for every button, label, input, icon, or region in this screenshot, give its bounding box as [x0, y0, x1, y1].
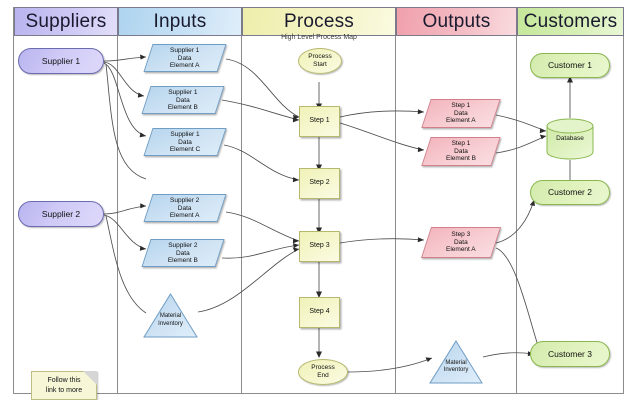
node-supplier-1-label: Supplier 1: [41, 55, 81, 66]
node-customer-1-label: Customer 1: [548, 60, 592, 71]
lane-divider-outputs-customers: [516, 7, 517, 394]
node-step-4-label: Step 4: [309, 308, 330, 316]
node-step-3[interactable]: Step 3: [299, 231, 340, 262]
node-supplier-2-data-element-b[interactable]: Supplier 2 Data Element B: [141, 239, 225, 267]
lane-divider-suppliers-inputs: [117, 7, 118, 394]
node-customer-2[interactable]: Customer 2: [530, 180, 610, 205]
node-supplier-2-data-element-a-label: Supplier 2 Data Element A: [170, 196, 200, 219]
lane-header-customers: Customers: [517, 7, 624, 36]
lane-divider-process-outputs: [395, 7, 396, 394]
lane-divider-inputs-process: [241, 7, 242, 394]
node-supplier-1-data-element-b-label: Supplier 1 Data Element B: [168, 88, 198, 111]
node-supplier-2-data-element-a[interactable]: Supplier 2 Data Element A: [143, 194, 227, 222]
node-step-1-label: Step 1: [309, 117, 330, 125]
node-supplier-1[interactable]: Supplier 1: [18, 48, 104, 74]
node-step-1[interactable]: Step 1: [299, 106, 340, 137]
node-material-inventory-output-label: Material Inventory: [443, 359, 469, 373]
triangle-icon: [143, 293, 198, 338]
node-database-label: Database: [556, 135, 584, 143]
diagram-subtitle: High Level Process Map: [281, 34, 357, 41]
node-customer-1[interactable]: Customer 1: [530, 53, 610, 78]
node-customer-3[interactable]: Customer 3: [530, 341, 610, 367]
node-process-start[interactable]: Process Start: [298, 48, 342, 74]
sticky-note-follow-link[interactable]: Follow this link to more: [31, 371, 97, 400]
triangle-icon: [429, 340, 483, 384]
node-process-end-label: Process End: [311, 364, 335, 379]
node-supplier-2[interactable]: Supplier 2: [18, 201, 104, 227]
node-database[interactable]: Database: [546, 118, 594, 160]
node-supplier-1-data-element-c-label: Supplier 1 Data Element C: [169, 130, 201, 153]
node-step-1-data-element-a[interactable]: Step 1 Data Element A: [421, 99, 501, 128]
lane-header-inputs-label: Inputs: [153, 10, 207, 32]
node-supplier-1-data-element-b[interactable]: Supplier 1 Data Element B: [141, 86, 225, 114]
lane-header-outputs: Outputs: [396, 7, 517, 36]
node-customer-2-label: Customer 2: [548, 187, 592, 198]
node-supplier-1-data-element-a-label: Supplier 1 Data Element A: [170, 46, 200, 69]
node-supplier-1-data-element-a[interactable]: Supplier 1 Data Element A: [143, 44, 227, 72]
node-supplier-2-label: Supplier 2: [41, 208, 81, 219]
note-fold-corner-icon: [83, 371, 97, 385]
node-step-2-label: Step 2: [309, 179, 330, 187]
node-step-3-data-element-a[interactable]: Step 3 Data Element A: [420, 227, 502, 258]
node-step-3-label: Step 3: [309, 242, 330, 250]
node-step-1-data-element-b[interactable]: Step 1 Data Element B: [421, 137, 501, 166]
lane-header-outputs-label: Outputs: [422, 10, 491, 32]
lane-header-suppliers-label: Suppliers: [25, 10, 107, 32]
node-step-1-data-element-b-label: Step 1 Data Element B: [446, 140, 476, 163]
node-step-2[interactable]: Step 2: [299, 168, 340, 199]
lane-header-process: Process: [242, 7, 396, 36]
lane-header-inputs: Inputs: [118, 7, 242, 36]
sticky-note-label: Follow this link to more: [45, 377, 83, 394]
node-material-inventory-input[interactable]: Material Inventory: [143, 293, 198, 338]
lane-header-customers-label: Customers: [523, 10, 618, 32]
node-process-start-label: Process Start: [308, 53, 332, 68]
node-supplier-2-data-element-b-label: Supplier 2 Data Element B: [168, 241, 198, 264]
node-step-1-data-element-a-label: Step 1 Data Element A: [446, 102, 476, 125]
node-material-inventory-output[interactable]: Material Inventory: [429, 340, 483, 384]
lane-header-suppliers: Suppliers: [14, 7, 118, 36]
lane-header-process-label: Process: [283, 10, 355, 32]
node-step-4[interactable]: Step 4: [299, 297, 340, 328]
node-material-inventory-input-label: Material Inventory: [158, 313, 183, 327]
database-cylinder-icon: [546, 118, 594, 160]
node-step-3-data-element-a-label: Step 3 Data Element A: [446, 231, 476, 254]
node-process-end[interactable]: Process End: [298, 359, 348, 385]
node-supplier-1-data-element-c[interactable]: Supplier 1 Data Element C: [143, 128, 227, 156]
node-customer-3-label: Customer 3: [548, 348, 592, 359]
